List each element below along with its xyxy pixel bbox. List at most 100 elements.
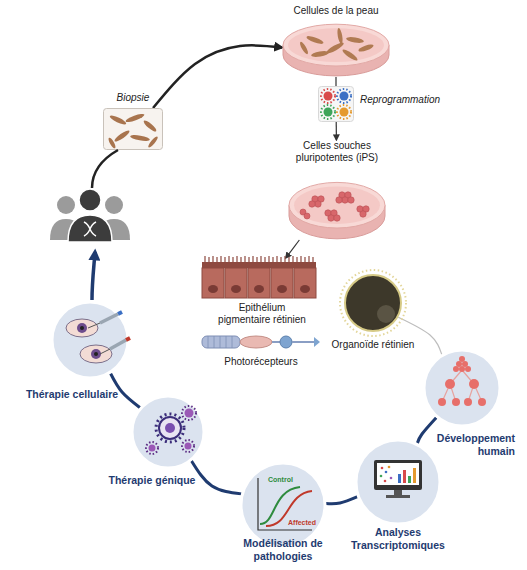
rpe-cells-part bbox=[248, 268, 270, 298]
monitor-icon-part bbox=[384, 480, 387, 483]
skin-cell-culture-part bbox=[346, 36, 365, 44]
patient-group-icon-part bbox=[84, 222, 96, 236]
patient-group-icon-part bbox=[79, 189, 101, 211]
viral-vector-icon-part bbox=[159, 417, 181, 439]
petri-dish: Cellules de la peau bbox=[282, 22, 390, 77]
node-label: Analyses Transcriptomiques bbox=[343, 526, 453, 552]
cell-lineage-icon-part-part bbox=[438, 398, 446, 406]
skin-cell-culture-part bbox=[336, 28, 343, 45]
ips-colonies-part bbox=[325, 210, 331, 216]
photoreceptor-cell-part bbox=[280, 336, 292, 348]
circle-outline bbox=[345, 275, 401, 331]
flow-connector bbox=[286, 240, 300, 258]
ips-colonies-part bbox=[312, 196, 318, 202]
photoreceptor-cell-part bbox=[272, 341, 280, 343]
eye-injection-icon-part bbox=[100, 349, 110, 354]
node-shape bbox=[103, 108, 163, 150]
node-shape bbox=[282, 22, 390, 77]
skin-cell-sample-part bbox=[125, 112, 145, 123]
skin-cell-sample-part bbox=[113, 129, 130, 143]
flow-connector bbox=[191, 461, 241, 494]
viral-vector-icon-part bbox=[185, 409, 194, 418]
application-circle: Développement humain bbox=[422, 348, 502, 428]
biopsy-path bbox=[92, 150, 118, 188]
node-shape bbox=[200, 258, 340, 300]
eye-injection-icon-part bbox=[77, 323, 87, 333]
monitor-icon-part bbox=[394, 490, 402, 495]
flow-connector bbox=[326, 497, 358, 504]
cell-lineage-icon-part-part bbox=[459, 356, 465, 362]
skin-cell-culture-part bbox=[311, 50, 330, 58]
node-shape bbox=[239, 461, 327, 549]
organoid-detail-part bbox=[377, 305, 395, 323]
rpe-cells-part bbox=[300, 285, 310, 293]
skin-cell-culture-part bbox=[341, 48, 359, 62]
factor-box: Reprogrammation bbox=[318, 86, 354, 122]
ips-colonies-part bbox=[342, 197, 348, 203]
ips-colonies-part bbox=[328, 215, 334, 221]
node-label: Cellules de la peau bbox=[266, 5, 406, 17]
rpe-cells-part bbox=[202, 268, 224, 298]
reprogramming-factors-part bbox=[324, 108, 333, 117]
node-label: Organoïde rétinien bbox=[313, 339, 433, 351]
reprogramming-factors bbox=[321, 89, 351, 119]
rpe-cells-part bbox=[294, 268, 316, 298]
cell-lineage-icon-part-part bbox=[462, 361, 468, 367]
monitor-icon-part bbox=[403, 470, 406, 483]
node-label: Biopsie bbox=[103, 92, 163, 104]
viral-vector-icon bbox=[146, 406, 196, 454]
patient-group-icon bbox=[50, 189, 130, 242]
viral-vector-icon-part bbox=[182, 406, 196, 420]
flow-connector bbox=[417, 417, 436, 443]
node-label: Reprogrammation bbox=[360, 94, 460, 106]
circle-outline bbox=[424, 350, 500, 426]
organoid-detail-part bbox=[340, 270, 406, 336]
photoreceptor-cell-part bbox=[202, 336, 240, 348]
node-shape bbox=[50, 300, 130, 380]
reprogramming-factors-part bbox=[337, 89, 351, 103]
eye-injection-icon-part bbox=[100, 314, 118, 323]
circle-outline bbox=[356, 440, 440, 524]
cell-lineage-icon-part bbox=[438, 356, 486, 406]
ips-colonies-part bbox=[357, 206, 363, 212]
sigmoid-chart-part bbox=[260, 487, 300, 524]
eye-injection-icon-part bbox=[118, 312, 122, 314]
node-label: Modélisation de pathologies bbox=[228, 537, 338, 563]
reprogramming-factors-part bbox=[337, 105, 351, 119]
eye-injection-icon bbox=[66, 312, 130, 363]
rpe-cells-part bbox=[205, 256, 313, 262]
ips-colonies-part bbox=[363, 206, 369, 212]
application-circle: Modélisation de pathologies bbox=[239, 461, 327, 549]
rpe-cells-part bbox=[231, 285, 241, 293]
cell-lineage-icon bbox=[438, 356, 486, 406]
node-label: Celles souches pluripotentes (iPS) bbox=[282, 140, 392, 164]
photoreceptor-cell-part bbox=[292, 341, 314, 343]
reprogramming-factors-part bbox=[340, 108, 349, 117]
patient-group-icon-part bbox=[98, 219, 130, 240]
skin-cell-sample-part bbox=[107, 137, 116, 149]
monitor-icon-part bbox=[385, 471, 388, 474]
node-label: Photorécepteurs bbox=[200, 356, 322, 368]
cell-type: Epithélium pigmentaire rétinien bbox=[200, 258, 340, 300]
node-shape bbox=[318, 86, 354, 122]
patient-group-icon-part bbox=[68, 215, 112, 242]
ips-colonies-part bbox=[331, 210, 337, 216]
cell-lineage-icon-part-part bbox=[478, 398, 486, 406]
box-outline bbox=[319, 87, 354, 122]
node-label: Thérapie génique bbox=[96, 474, 208, 487]
application-circle: Thérapie génique bbox=[130, 394, 206, 470]
rpe-cells bbox=[202, 256, 316, 298]
patient-group-icon-part bbox=[50, 219, 82, 240]
ips-colonies-part bbox=[348, 197, 354, 203]
rpe-cells-part bbox=[254, 285, 264, 293]
monitor-icon-part bbox=[388, 466, 391, 469]
skin-cell-culture-part bbox=[306, 35, 325, 46]
rpe-cells-part bbox=[271, 268, 293, 298]
monitor-icon bbox=[374, 460, 422, 498]
skin-cell-sample bbox=[107, 112, 159, 149]
dish-rim bbox=[289, 182, 385, 228]
cell-lineage-icon-part-part bbox=[464, 398, 472, 406]
eye-injection-icon-part bbox=[91, 349, 101, 359]
organoid-circle: Organoïde rétinien bbox=[343, 273, 403, 333]
